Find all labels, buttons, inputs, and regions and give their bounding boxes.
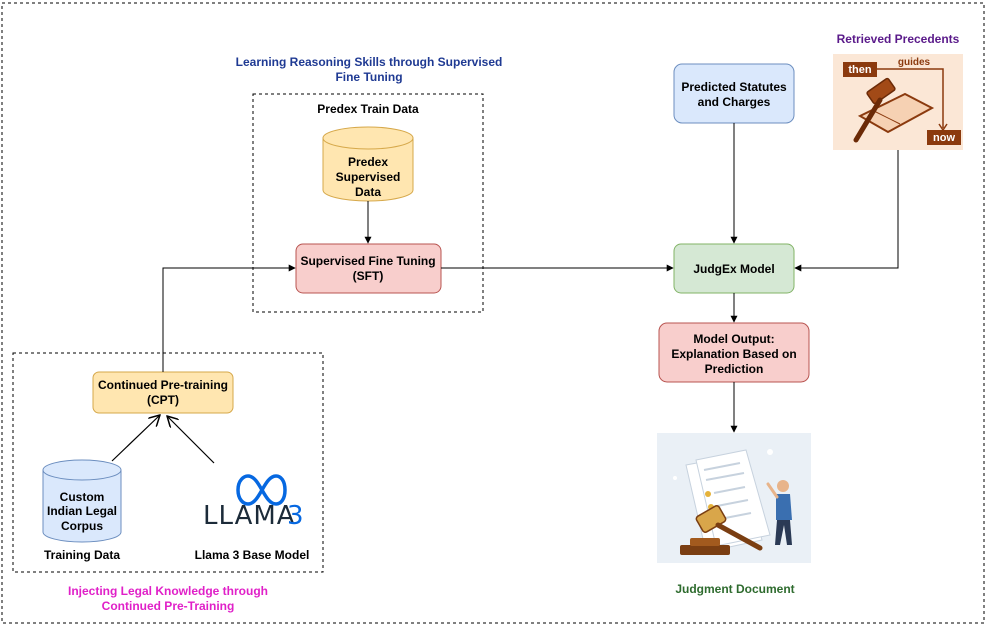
edge-cpt-to-sft [162, 264, 296, 372]
training-data-label: Training Data [44, 548, 120, 562]
gavel-icon [680, 505, 763, 555]
precedent-image: then guides now [833, 54, 963, 150]
predex-data-line3: Data [355, 185, 381, 199]
llama-logo-text: LLAMA [203, 501, 296, 531]
cpt-title-line1: Injecting Legal Knowledge through [68, 584, 268, 598]
corpus-line2: Indian Legal [47, 504, 117, 518]
statutes-line2: and Charges [698, 95, 771, 109]
cpt-node: Continued Pre-training (CPT) [92, 371, 234, 414]
edges [111, 123, 899, 464]
judgex-line1: JudgEx Model [693, 262, 774, 276]
judgment-document-image [657, 433, 811, 563]
judgment-document-title: Judgment Document [675, 582, 794, 596]
edge-llama-to-cpt [167, 416, 215, 464]
judgex-node: JudgEx Model [673, 243, 795, 294]
sft-node: Supervised Fine Tuning (SFT) [295, 243, 442, 294]
llama-base-model-label: Llama 3 Base Model [195, 548, 310, 562]
predex-data-line1: Predex [348, 155, 388, 169]
sft-line2: (SFT) [353, 269, 384, 283]
corpus-line3: Corpus [61, 519, 103, 533]
llama-logo: LLAMA 3 [203, 474, 304, 531]
output-line1: Model Output: [693, 332, 774, 346]
cpt-title-line2: Continued Pre-Training [102, 599, 235, 613]
statutes-line1: Predicted Statutes [681, 80, 787, 94]
cpt-group-frame [12, 352, 324, 573]
edge-corpus-to-cpt [111, 415, 160, 462]
output-node: Model Output: Explanation Based on Predi… [658, 322, 810, 383]
precedent-now: now [933, 132, 955, 144]
meta-infinity-icon [236, 474, 287, 506]
predex-data-line2: Supervised [336, 170, 401, 184]
person-icon [766, 480, 792, 545]
statutes-node: Predicted Statutes and Charges [673, 63, 795, 124]
sft-group-frame [252, 93, 484, 313]
precedent-guides: guides [898, 57, 931, 68]
output-line3: Prediction [705, 362, 764, 376]
cpt-line2: (CPT) [147, 393, 179, 407]
cpt-line1: Continued Pre-training [98, 378, 228, 392]
gavel-icon [853, 77, 935, 143]
sft-line1: Supervised Fine Tuning [300, 254, 435, 268]
precedent-then: then [848, 64, 872, 76]
sft-title-line1: Learning Reasoning Skills through Superv… [236, 55, 503, 69]
output-line2: Explanation Based on [671, 347, 796, 361]
edge-precedents-to-judgex [794, 150, 899, 272]
llama-logo-version: 3 [287, 501, 304, 531]
corpus-line1: Custom [60, 490, 105, 504]
sft-title-line2: Fine Tuning [335, 70, 402, 84]
predex-data-cylinder: Predex Supervised Data [322, 126, 414, 202]
corpus-cylinder: Custom Indian Legal Corpus [42, 459, 122, 543]
predex-train-data-label: Predex Train Data [317, 102, 419, 116]
retrieved-precedents-title: Retrieved Precedents [837, 32, 960, 46]
